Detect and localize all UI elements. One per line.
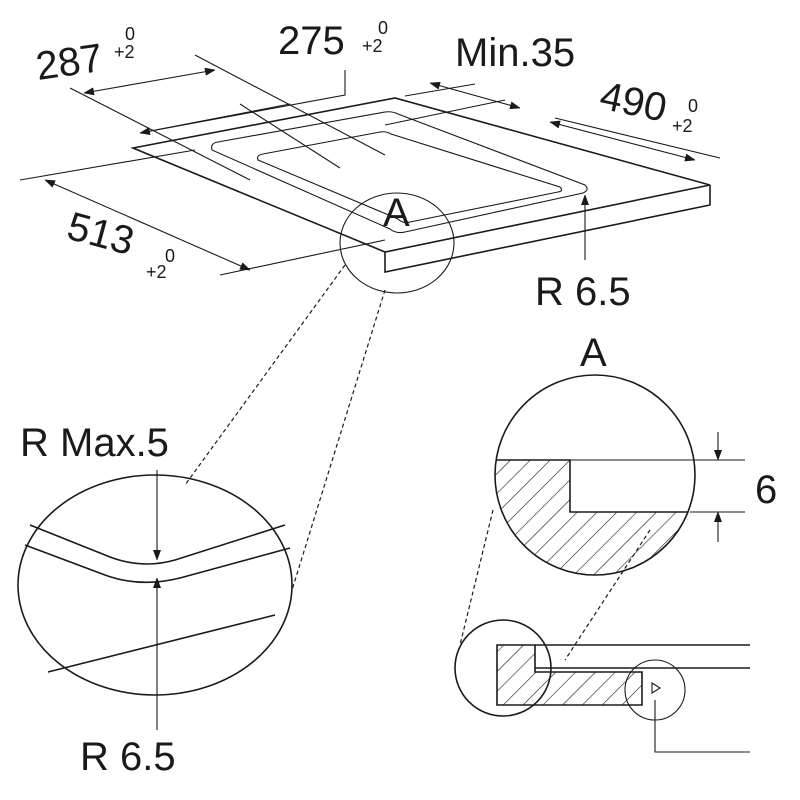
dim-490-label: 490	[596, 74, 670, 131]
dim-287-tol-upper: 0	[125, 24, 135, 44]
dim-513-tol-upper: 0	[165, 246, 175, 266]
section-profile	[454, 619, 750, 753]
radius-max-label: R Max.5	[20, 421, 169, 465]
dim-287-label: 287	[33, 36, 105, 89]
detail-a-title: A	[580, 331, 607, 375]
dim-287-tol-lower: +2	[114, 42, 135, 62]
detail-a-circle	[339, 192, 455, 294]
dim-275-tol-lower: +2	[362, 36, 383, 56]
countertop	[130, 97, 711, 273]
section-detail-a	[459, 374, 745, 661]
dim-275-tol-upper: 0	[378, 18, 388, 38]
dim-6-label: 6	[755, 468, 777, 512]
dimension-lines	[19, 54, 721, 276]
dim-275-label: 275	[278, 19, 345, 63]
leader-line	[184, 264, 346, 486]
radius-detail	[17, 470, 293, 730]
dim-513-label: 513	[63, 204, 139, 264]
dim-490-tol-lower: +2	[672, 116, 693, 136]
radius-main-label: R 6.5	[535, 270, 631, 314]
radius-detail-label: R 6.5	[80, 735, 176, 779]
dim-min35-label: Min.35	[455, 31, 575, 75]
dim-490-tol-upper: 0	[688, 96, 698, 116]
leader-line	[291, 289, 386, 591]
dim-513-tol-lower: +2	[146, 262, 167, 282]
detail-a-marker: A	[383, 191, 410, 235]
